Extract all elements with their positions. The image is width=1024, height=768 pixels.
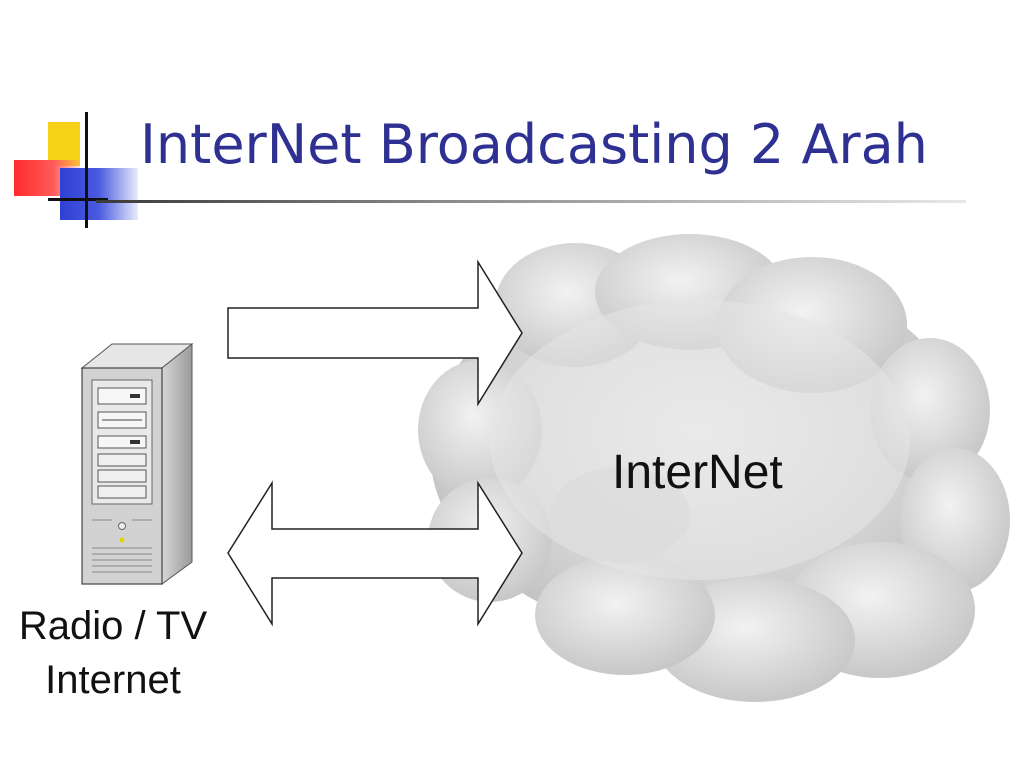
arrow-bidirectional bbox=[227, 480, 523, 627]
decorative-horizontal-line bbox=[48, 198, 108, 201]
arrow-right bbox=[227, 259, 523, 407]
cloud-label: InterNet bbox=[612, 446, 783, 499]
title-underline bbox=[96, 200, 966, 203]
server-label-line1: Radio / TV bbox=[18, 604, 208, 648]
decorative-vertical-line bbox=[85, 112, 88, 228]
cloud-icon bbox=[418, 234, 1010, 702]
server-tower-icon bbox=[80, 342, 194, 585]
slide-title: InterNet Broadcasting 2 Arah bbox=[140, 113, 928, 176]
decorative-yellow-square bbox=[48, 122, 80, 166]
decorative-blue-square bbox=[60, 168, 138, 220]
server-label-line2: Internet bbox=[45, 658, 181, 702]
